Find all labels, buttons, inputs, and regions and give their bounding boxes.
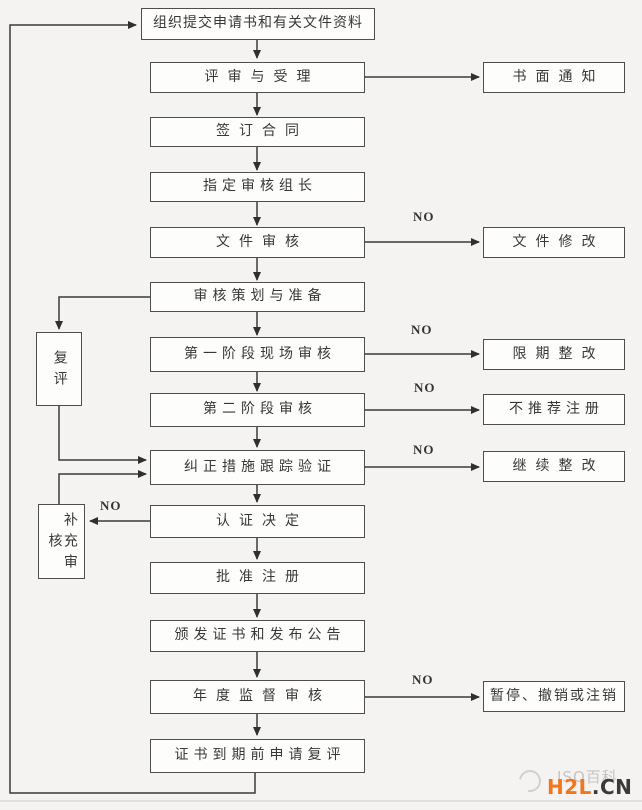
watermark-faint-text: ISO百科 xyxy=(557,768,618,786)
step-no-registration-recommendation: 不推荐注册 xyxy=(483,394,625,425)
step-continue-rectification: 继续整改 xyxy=(483,451,625,482)
step-reassessment-application: 证书到期前申请复评 xyxy=(150,739,365,773)
step-issue-certificate: 颁发证书和发布公告 xyxy=(150,620,365,652)
step-suspend-revoke-cancel: 暂停、撤销或注销 xyxy=(483,681,625,712)
no-label-stage1: NO xyxy=(411,322,433,337)
no-label-surveillance: NO xyxy=(412,672,434,687)
step-document-modification: 文件修改 xyxy=(483,227,625,258)
no-label-document-review: NO xyxy=(413,209,435,224)
watermark-brand-suffix: .CN xyxy=(591,775,633,799)
step-assign-audit-leader: 指定审核组长 xyxy=(150,172,365,202)
step-sign-contract: 签订合同 xyxy=(150,117,365,147)
step-document-review: 文件审核 xyxy=(150,227,365,258)
step-certification-decision: 认证决定 xyxy=(150,505,365,538)
no-label-stage2: NO xyxy=(414,380,436,395)
step-submit-application: 组织提交申请书和有关文件资料 xyxy=(141,8,375,40)
step-stage1-onsite-audit: 第一阶段现场审核 xyxy=(150,337,365,372)
step-stage2-audit: 第二阶段审核 xyxy=(150,393,365,427)
page-bottom-divider xyxy=(0,800,642,802)
step-corrective-action-verification: 纠正措施跟踪验证 xyxy=(150,450,365,485)
watermark-brand-primary: H2L xyxy=(547,775,592,799)
watermark: ISO百科 H2L.CN xyxy=(505,762,640,806)
step-deadline-rectification: 限期整改 xyxy=(483,339,625,370)
step-audit-planning: 审核策划与准备 xyxy=(150,282,365,312)
step-approve-registration: 批准注册 xyxy=(150,562,365,594)
no-label-corrective-action: NO xyxy=(413,442,435,457)
watermark-brand: H2L.CN xyxy=(547,775,632,799)
watermark-swirl-icon xyxy=(514,765,546,797)
step-review-acceptance: 评审与受理 xyxy=(150,62,365,93)
step-annual-surveillance-audit: 年度监督审核 xyxy=(150,680,365,714)
no-label-certification-decision: NO xyxy=(100,498,122,513)
step-written-notice: 书面通知 xyxy=(483,62,625,93)
step-reassessment: 复评 xyxy=(36,332,82,406)
step-supplementary-audit: 补充审核 xyxy=(38,504,85,579)
